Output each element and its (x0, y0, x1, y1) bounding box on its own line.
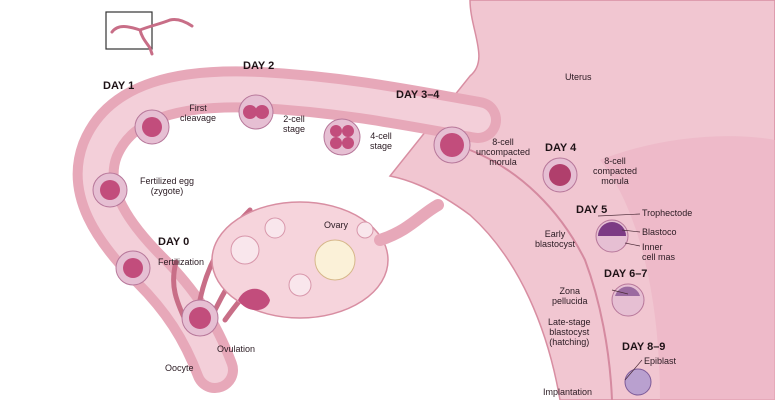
day1-cell (134, 109, 170, 145)
ruptured-follicle (238, 288, 270, 311)
ovarian-ligament (374, 199, 444, 246)
eight-cell-uncompacted (433, 126, 471, 164)
eight-cell-compacted (542, 157, 578, 193)
day-8-9-label: DAY 8–9 (622, 341, 666, 353)
ovulation-label: Ovulation (217, 344, 256, 354)
ovary-follicle (356, 221, 374, 239)
epiblast-label: Epiblast (644, 356, 677, 366)
fertilization-label: Fertilization (158, 257, 205, 267)
implanting-blastocyst (624, 368, 652, 396)
oocyte-label: Oocyte (165, 363, 194, 373)
day-1-label: DAY 1 (103, 80, 135, 92)
day-0-label: DAY 0 (158, 236, 190, 248)
day-4-label: DAY 4 (545, 142, 577, 154)
oocyte-cell (181, 299, 219, 337)
late-blastocyst (611, 283, 645, 317)
uterus-label: Uterus (565, 72, 592, 82)
trophectoderm-label: Trophectode (642, 208, 693, 218)
ovary-follicle (314, 239, 356, 281)
locator-thumbnail (110, 18, 194, 56)
blastocoel-label: Blastoco (642, 227, 677, 237)
ovary-follicle (264, 217, 286, 239)
label-pointers (597, 213, 643, 381)
day-5-label: DAY 5 (576, 204, 608, 216)
ovary-follicle (288, 273, 312, 297)
uterine-cavity (469, 149, 613, 400)
four-cell-embryo (323, 118, 361, 156)
two-cell-embryo (238, 94, 274, 130)
day-2-label: DAY 2 (243, 60, 275, 72)
zygote-cell (92, 172, 128, 208)
early-blastocyst (595, 219, 629, 253)
implantation-label: Implantation (543, 387, 593, 397)
day-6-7-label: DAY 6–7 (604, 268, 648, 280)
ovary-label: Ovary (324, 220, 349, 230)
uterine-wall-shading (600, 136, 775, 400)
ovary-follicle (230, 235, 260, 265)
day-3-4-label: DAY 3–4 (396, 89, 440, 101)
fallopian-tube-lumen (82, 76, 491, 383)
zygote-label: Fertilized egg(zygote) (140, 176, 195, 196)
fertilization-cell (115, 250, 151, 286)
